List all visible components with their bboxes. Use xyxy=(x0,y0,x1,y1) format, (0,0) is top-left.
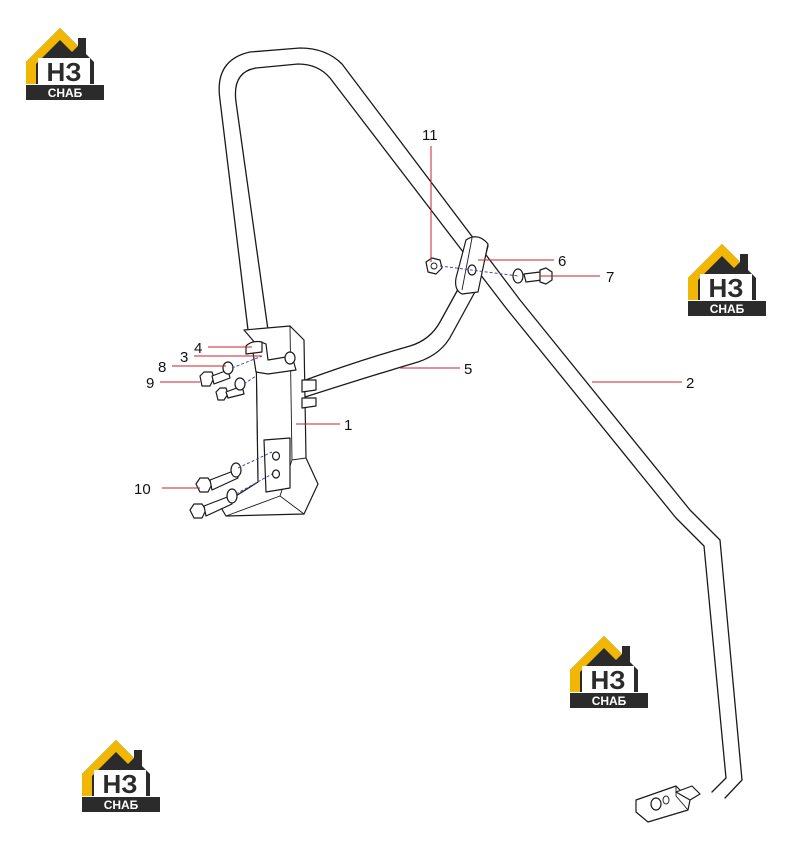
end-fitting xyxy=(635,785,701,823)
bolt-10-lower xyxy=(189,495,233,519)
callout-4: 4 xyxy=(194,340,202,357)
bolt-10-upper xyxy=(195,469,239,493)
logo-letters: НЗ xyxy=(102,769,137,799)
callout-3: 3 xyxy=(180,349,188,366)
assembly-axes xyxy=(231,265,519,495)
brace-tube xyxy=(299,236,489,399)
lower-clamp-plate xyxy=(263,437,291,493)
handrail-tube xyxy=(218,47,743,799)
logo-watermark-right: НЗ СНАБ xyxy=(688,244,766,316)
logo-caption: СНАБ xyxy=(592,694,627,708)
washer-10b xyxy=(226,488,238,504)
callout-5: 5 xyxy=(464,361,472,378)
callout-10: 10 xyxy=(134,481,151,498)
logo-caption: СНАБ xyxy=(710,302,745,316)
callout-2: 2 xyxy=(686,375,694,392)
logo-watermark-top-left: НЗ СНАБ xyxy=(26,28,104,100)
callout-7: 7 xyxy=(606,269,614,286)
leader-lines xyxy=(160,146,682,489)
washer-8b xyxy=(234,377,246,391)
tube-clamp xyxy=(245,340,297,375)
logo-caption: СНАБ xyxy=(104,798,139,812)
callout-11: 11 xyxy=(422,127,438,144)
callout-6: 6 xyxy=(558,253,566,270)
logo-letters: НЗ xyxy=(46,57,81,87)
logo-watermark-bottom-left: НЗ СНАБ xyxy=(82,740,160,812)
logo-caption: СНАБ xyxy=(48,86,83,100)
callout-labels: 1 2 3 4 5 6 7 8 9 10 11 xyxy=(134,127,694,498)
washer-7 xyxy=(512,268,524,284)
logo-watermark-lower-right: НЗ СНАБ xyxy=(570,636,648,708)
logo-letters: НЗ xyxy=(590,665,625,695)
callout-9: 9 xyxy=(146,375,154,392)
washer-8 xyxy=(222,361,234,375)
callout-1: 1 xyxy=(344,417,352,434)
callout-8: 8 xyxy=(158,359,166,376)
logo-letters: НЗ xyxy=(708,273,743,303)
washer-10a xyxy=(230,462,242,478)
nut-11 xyxy=(425,257,443,275)
bolt-7 xyxy=(523,267,553,285)
